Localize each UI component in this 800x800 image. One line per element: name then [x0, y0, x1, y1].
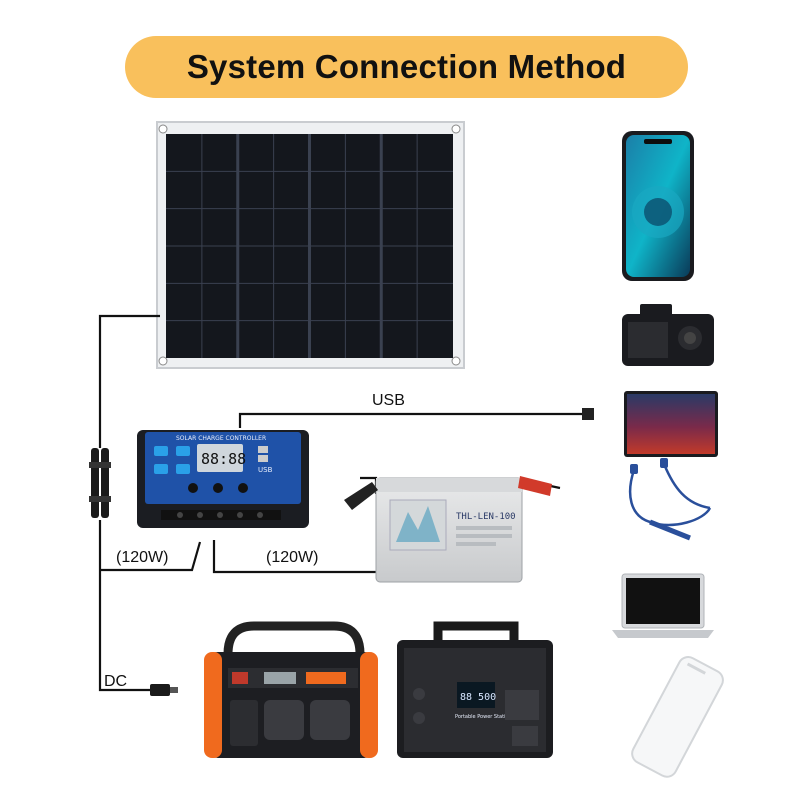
- power-station-black: 88 500 Portable Power Station: [397, 621, 553, 758]
- controller-button-1: [188, 483, 198, 493]
- solar-panel: [156, 121, 465, 369]
- page-title: System Connection Method: [186, 48, 627, 85]
- camera-icon: [622, 304, 714, 366]
- title-banner: System Connection Method: [125, 36, 688, 98]
- earphones-icon: [628, 458, 712, 541]
- battery: THL-LEN-100: [375, 477, 523, 583]
- controller-display-value: 88:88: [201, 450, 246, 468]
- power-station-orange: [204, 621, 378, 758]
- smartphone-icon: [622, 131, 694, 281]
- station-label: Portable Power Station: [455, 714, 512, 720]
- station-display: [457, 682, 495, 708]
- battery-clip-black-icon: [344, 482, 378, 510]
- mc4-connector-icon: [89, 448, 111, 518]
- controller-display: [197, 444, 243, 472]
- watt-label-left: (120W): [116, 549, 168, 566]
- dc-plug-icon: [150, 684, 178, 696]
- charge-controller: SOLAR CHARGE CONTROLLER 88:88 USB: [137, 430, 309, 528]
- battery-clip-red-icon: [518, 476, 552, 496]
- controller-button-2: [213, 483, 223, 493]
- battery-brand: THL-LEN-100: [456, 512, 516, 522]
- tablet-icon: [624, 391, 718, 457]
- dc-label: DC: [104, 673, 127, 690]
- controller-button-3: [238, 483, 248, 493]
- usb-label: USB: [372, 392, 405, 409]
- station-display-value: 88 500: [460, 692, 496, 703]
- controller-usb-tag: USB: [258, 466, 273, 474]
- laptop-icon: [612, 573, 714, 638]
- watt-label-right: (120W): [266, 549, 318, 566]
- power-bank-icon: [631, 656, 724, 778]
- controller-caption: SOLAR CHARGE CONTROLLER: [176, 435, 266, 442]
- usb-plug-icon: [582, 408, 594, 420]
